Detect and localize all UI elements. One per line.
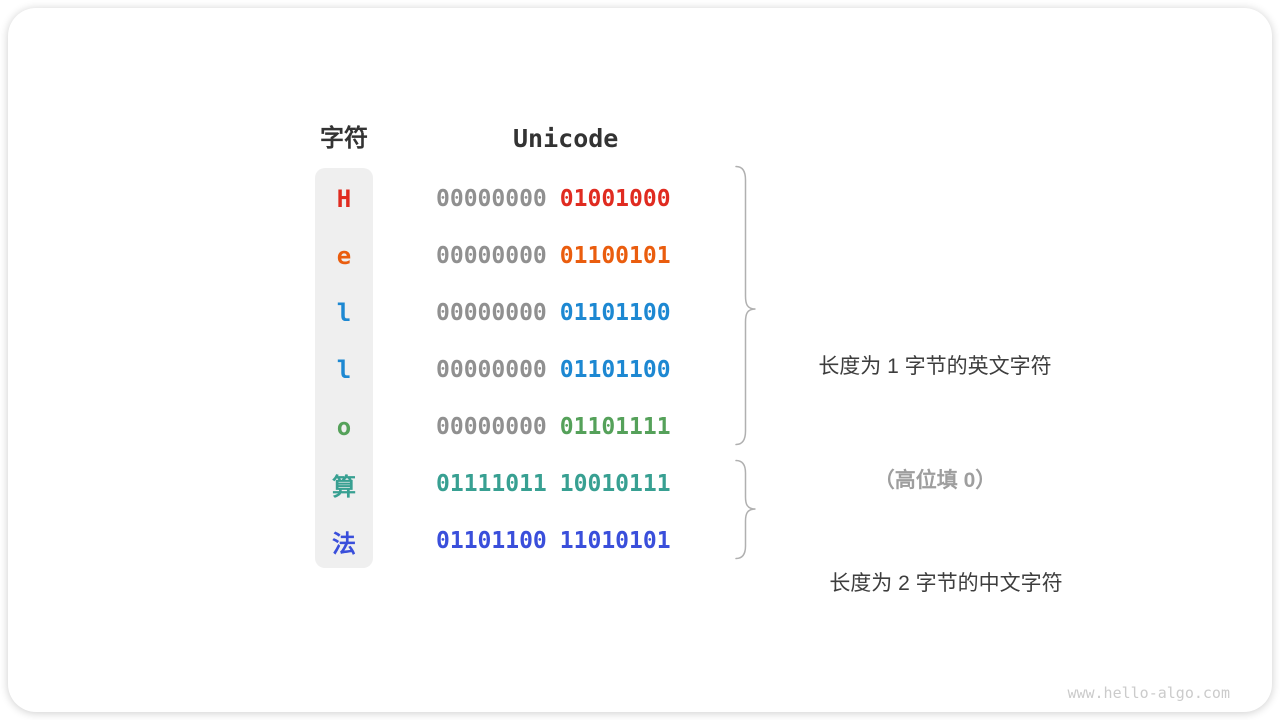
brace-chinese-group-icon: [735, 459, 756, 560]
watermark: www.hello-algo.com: [1067, 684, 1230, 702]
char-cell: H: [336, 185, 352, 213]
table-row: l 00000000 01101100: [8, 285, 1272, 342]
char-cell: l: [336, 356, 352, 384]
annotation-english-line2: （高位填 0）: [873, 469, 997, 492]
low-byte: 01001000: [559, 186, 671, 212]
unicode-cell: 00000000 01101100: [436, 285, 671, 342]
table-row: o 00000000 01101111: [8, 399, 1272, 456]
unicode-cell: 00000000 01101111: [436, 399, 671, 456]
table-row: e 00000000 01100101: [8, 228, 1272, 285]
unicode-cell: 01111011 10010111: [436, 456, 671, 513]
char-cell: e: [336, 242, 352, 270]
unicode-cell: 00000000 01001000: [436, 171, 671, 228]
low-byte: 10010111: [559, 471, 671, 497]
brace-english-group-icon: [735, 165, 756, 446]
card: 字符 Unicode H 00000000 01001000 e 00000000…: [8, 8, 1272, 712]
high-byte: 00000000: [436, 243, 547, 269]
unicode-cell: 00000000 01101100: [436, 342, 671, 399]
char-cell: l: [336, 299, 352, 327]
annotation-chinese: 长度为 2 字节的中文字符: [761, 489, 1131, 679]
low-byte: 01101111: [559, 414, 671, 440]
unicode-cell: 01101100 11010101: [436, 513, 671, 570]
high-byte: 00000000: [436, 300, 547, 326]
annotation-chinese-line1: 长度为 2 字节的中文字符: [829, 572, 1063, 595]
table-row: H 00000000 01001000: [8, 171, 1272, 228]
high-byte: 01111011: [436, 471, 547, 497]
low-byte: 11010101: [559, 528, 671, 554]
char-column-background: [315, 168, 373, 568]
char-cell: 算: [332, 472, 356, 501]
low-byte: 01100101: [559, 243, 671, 269]
char-cell: o: [336, 413, 352, 441]
high-byte: 00000000: [436, 357, 547, 383]
high-byte: 00000000: [436, 414, 547, 440]
annotation-english: 长度为 1 字节的英文字符 （高位填 0）: [750, 272, 1120, 576]
column-header-char: 字符: [320, 125, 368, 152]
column-header-unicode: Unicode: [513, 124, 619, 153]
table-row: 法 01101100 11010101: [8, 513, 1272, 570]
low-byte: 01101100: [559, 300, 671, 326]
high-byte: 01101100: [436, 528, 547, 554]
table-row: 算 01111011 10010111: [8, 456, 1272, 513]
high-byte: 00000000: [436, 186, 547, 212]
table-row: l 00000000 01101100: [8, 342, 1272, 399]
unicode-cell: 00000000 01100101: [436, 228, 671, 285]
annotation-english-line1: 长度为 1 字节的英文字符: [818, 355, 1052, 378]
low-byte: 01101100: [559, 357, 671, 383]
char-cell: 法: [332, 529, 356, 558]
